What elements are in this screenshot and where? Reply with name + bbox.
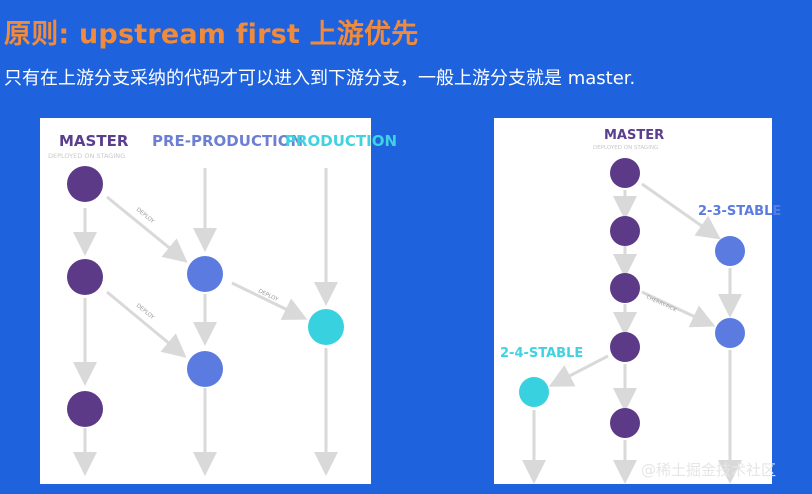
master-column-label: MASTER — [59, 132, 129, 150]
stable-23-commit-node — [715, 318, 745, 348]
master-commit-node — [610, 216, 640, 246]
master-commit-node — [610, 332, 640, 362]
branch-arrow — [641, 182, 721, 240]
cherry-pick-arrow — [641, 290, 716, 328]
page-subtitle: 只有在上游分支采纳的代码才可以进入到下游分支，一般上游分支就是 master. — [4, 68, 636, 89]
master-commit-node — [610, 158, 640, 188]
stable-24-commit-node — [519, 377, 549, 407]
stable-23-label: 2-3-STABLE — [698, 204, 781, 219]
prod-column-label: PRODUCTION — [285, 132, 397, 150]
stable-23-commit-node — [715, 236, 745, 266]
master-note: DEPLOYED ON STAGING — [593, 145, 658, 151]
page-title: 原则: upstream first 上游优先 — [4, 19, 419, 50]
master-commit-node — [67, 259, 103, 295]
master-commit-node — [610, 273, 640, 303]
deploy-arrow — [231, 281, 308, 320]
master-commit-node — [67, 166, 103, 202]
right-diagram-panel: MASTER DEPLOYED ON STAGING 2-3-STABLE 2-… — [494, 118, 781, 484]
preprod-commit-node — [187, 256, 223, 292]
stable-24-label: 2-4-STABLE — [500, 346, 583, 361]
preprod-commit-node — [187, 351, 223, 387]
deploy-arrow — [106, 195, 188, 263]
prod-commit-node — [308, 309, 344, 345]
watermark: @稀土掘金技术社区 — [641, 461, 777, 479]
master-label: MASTER — [604, 128, 664, 143]
branch-arrow — [548, 354, 609, 387]
left-diagram-svg: MASTER DEPLOYED ON STAGING PRE-PRODUCTIO… — [48, 132, 397, 476]
preprod-column-label: PRE-PRODUCTION — [152, 132, 303, 150]
deploy-arrow — [106, 290, 187, 358]
cherry-pick-label: CHERRY-PICK — [645, 294, 678, 314]
master-commit-node — [610, 408, 640, 438]
master-commit-node — [67, 391, 103, 427]
left-diagram-panel: MASTER DEPLOYED ON STAGING PRE-PRODUCTIO… — [40, 118, 397, 484]
right-diagram-svg: MASTER DEPLOYED ON STAGING 2-3-STABLE 2-… — [500, 128, 781, 484]
master-column-note: DEPLOYED ON STAGING — [48, 152, 125, 160]
